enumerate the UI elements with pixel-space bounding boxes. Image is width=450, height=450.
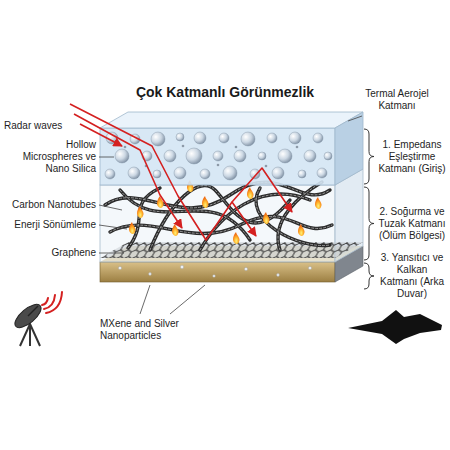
material-label: Hollow Microspheres ve Nano Silica (4, 139, 96, 175)
flame (137, 206, 144, 218)
silver-particle (213, 275, 216, 278)
layer-label: 2. Soğurma ve Tuzak Katmanı (Ölüm Bölges… (378, 206, 446, 242)
microsphere (213, 151, 223, 161)
material-label: Carbon Nanotubes (4, 199, 96, 211)
radar-ray (70, 104, 256, 240)
radar-wave-rays (70, 104, 292, 240)
flame (202, 196, 209, 208)
flame (129, 222, 136, 234)
microsphere (317, 168, 327, 178)
shield-front-face (100, 262, 335, 282)
nano-silica (124, 145, 299, 168)
nanotube-mesh (200, 194, 310, 250)
nanotube-mesh (150, 186, 290, 250)
flame (172, 224, 179, 236)
leader-line (99, 225, 127, 229)
silica-dot (235, 146, 238, 149)
microsphere (186, 148, 202, 164)
silver-particle (118, 266, 121, 269)
microsphere (313, 133, 323, 143)
flame (298, 224, 305, 236)
dish-feed (28, 306, 38, 316)
microsphere (176, 133, 184, 141)
microsphere (164, 150, 176, 162)
silica-dot (124, 146, 127, 149)
microsphere (289, 132, 301, 144)
flame (315, 197, 322, 209)
microsphere (258, 152, 266, 160)
layer-label: 3. Yansıtıcı ve Kalkan Katmanı (Arka Duv… (378, 252, 446, 300)
silica-dot (182, 145, 185, 148)
impedance-side-face (335, 112, 363, 185)
nanotube-mesh (256, 188, 330, 246)
signal-arc (44, 295, 55, 309)
microsphere (298, 170, 306, 178)
microsphere (219, 133, 229, 143)
nanotube-mesh (278, 182, 322, 250)
leader-line (170, 285, 205, 314)
microsphere (223, 166, 237, 180)
microsphere (174, 167, 186, 179)
silver-particle (308, 266, 311, 269)
impedance-layer (100, 112, 363, 185)
dish (11, 300, 45, 331)
silver-particle (277, 274, 280, 277)
flame (263, 212, 270, 224)
flame (233, 232, 240, 244)
flame (247, 187, 254, 199)
stealth-aircraft (348, 310, 442, 344)
silica-dot (265, 165, 268, 168)
layer-brackets (364, 129, 374, 289)
microsphere (267, 133, 277, 143)
microsphere (324, 152, 332, 160)
leader-lines (99, 116, 362, 314)
signal-arc (46, 292, 62, 313)
aerogel-top-face (100, 112, 363, 128)
microsphere (153, 170, 161, 178)
silica-dot (296, 146, 299, 149)
silica-dot (217, 164, 220, 167)
leader-line (140, 285, 150, 314)
dish-signal (42, 292, 62, 313)
nanotube-mesh (105, 182, 330, 208)
layer-label: Termal Aerojel Katmanı (348, 88, 446, 112)
silver-particle (244, 267, 247, 270)
radar-ray (232, 168, 292, 212)
microsphere (194, 132, 206, 144)
microsphere (234, 150, 246, 162)
bracket (364, 263, 374, 289)
process-label: Enerji Sönümleme (4, 219, 96, 231)
nanotube-mesh (120, 190, 250, 240)
microsphere (128, 167, 140, 179)
material-label: MXene and Silver Nanoparticles (100, 318, 218, 342)
microsphere (250, 169, 260, 179)
wave-label: Radar waves (4, 120, 76, 132)
microsphere (241, 132, 255, 146)
microsphere (272, 167, 284, 179)
layer-label: 1. Empedans Eşleştirme Katmanı (Giriş) (378, 139, 446, 175)
silver-nanoparticles (118, 265, 311, 277)
leader-line (99, 253, 124, 254)
microsphere (200, 169, 210, 179)
material-label: Graphene (4, 247, 96, 259)
leader-line (99, 205, 122, 210)
nanotube-mesh (128, 188, 160, 248)
silver-particle (180, 265, 183, 268)
bracket (364, 129, 374, 184)
bracket (364, 187, 374, 260)
leader-line (348, 116, 362, 121)
nanotube (256, 188, 330, 246)
microsphere (278, 149, 292, 163)
microsphere (151, 132, 165, 146)
microsphere (105, 169, 115, 179)
microsphere (304, 150, 316, 162)
microsphere (115, 149, 129, 163)
silver-particle (149, 273, 152, 276)
radar-dish-icon (11, 292, 62, 346)
signal-arc (42, 298, 48, 305)
leader-line (99, 157, 114, 158)
carbon-nanotubes (105, 182, 332, 250)
